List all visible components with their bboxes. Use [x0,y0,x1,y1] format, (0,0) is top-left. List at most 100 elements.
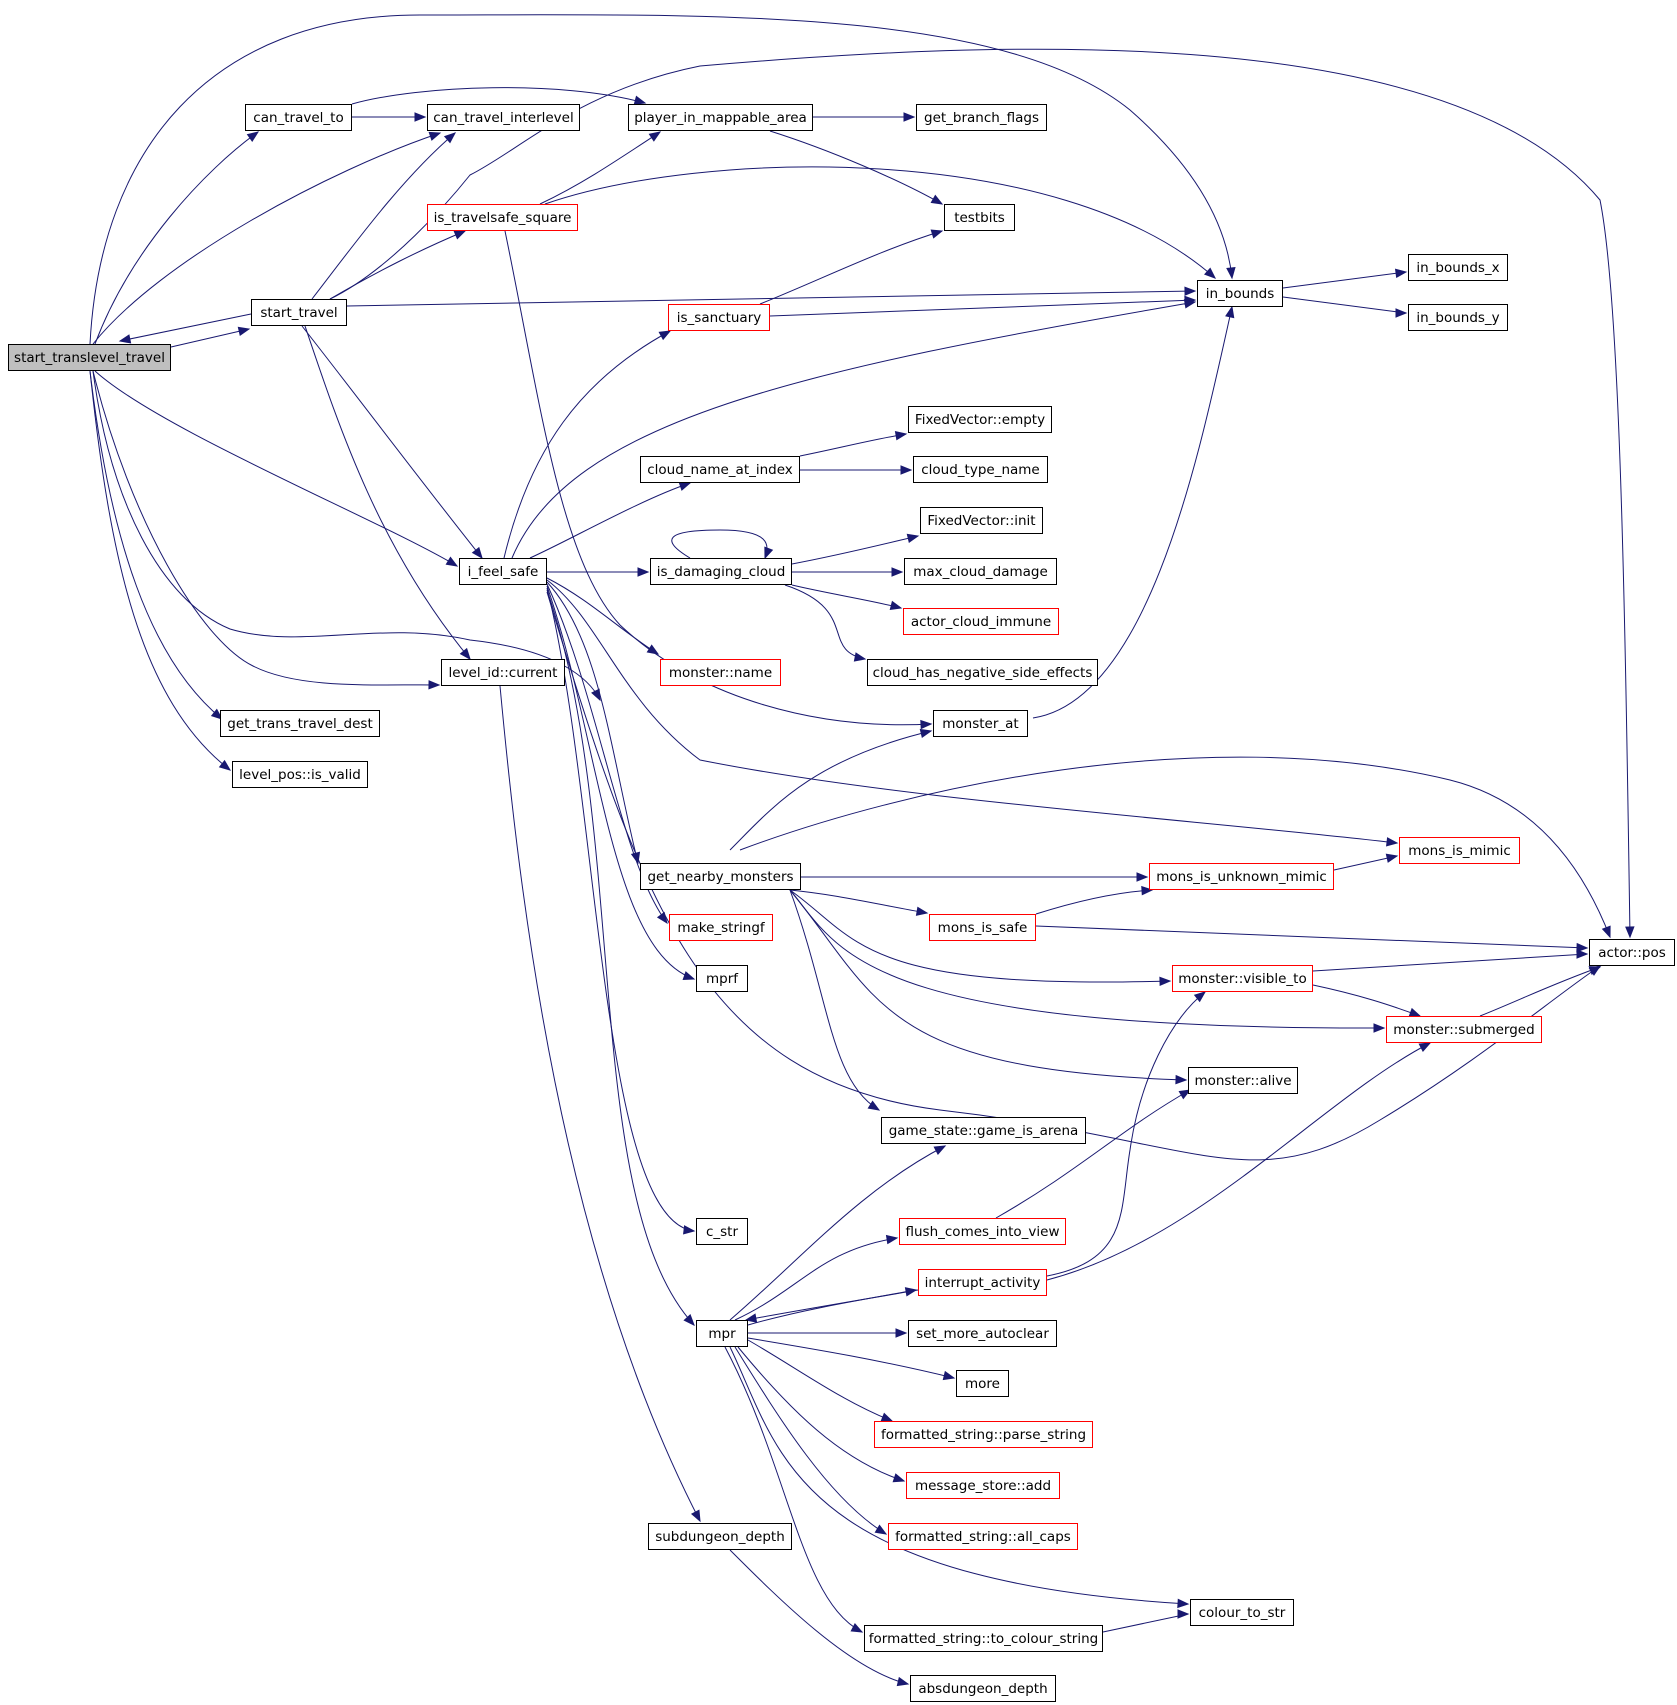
node-subdungeon-depth[interactable]: subdungeon_depth [648,1523,792,1550]
node-colour-to-str[interactable]: colour_to_str [1190,1599,1294,1626]
arrowhead [1141,885,1154,896]
call-edge [546,591,1601,1161]
call-edge [546,581,639,864]
node-label: actor_cloud_immune [910,613,1052,630]
node-player-in-mappable-area[interactable]: player_in_mappable_area [628,104,813,131]
arrowhead [889,600,903,610]
node-in-bounds-x[interactable]: in_bounds_x [1408,254,1508,281]
node-label: mprf [705,970,739,987]
node-c-str[interactable]: c_str [696,1218,748,1245]
node-label: testbits [954,209,1005,226]
node-level-pos-is-valid[interactable]: level_pos::is_valid [232,761,368,788]
node-start-travel[interactable]: start_travel [251,299,347,326]
node-flush-comes-into-view[interactable]: flush_comes_into_view [899,1218,1066,1245]
arrowhead [459,647,471,661]
node-in-bounds[interactable]: in_bounds [1197,280,1283,307]
arrowhead [690,1509,701,1523]
node-formatted-string-to-colour-string[interactable]: formatted_string::to_colour_string [864,1625,1103,1652]
node-label: set_more_autoclear [916,1325,1049,1342]
node-get-branch-flags[interactable]: get_branch_flags [916,104,1047,131]
node-mpr[interactable]: mpr [696,1320,748,1347]
node-cloud-has-negative-side-effects[interactable]: cloud_has_negative_side_effects [867,659,1098,686]
call-edge [539,131,661,205]
node-get-trans-travel-dest[interactable]: get_trans_travel_dest [220,710,380,737]
node-formatted-string-all-caps[interactable]: formatted_string::all_caps [888,1523,1078,1550]
arrowhead [210,708,224,720]
call-edge [304,325,471,660]
node-start-translevel-travel: start_translevel_travel [8,344,171,371]
node-label: in_bounds_x [1416,259,1500,276]
arrowhead [658,330,672,341]
node-label: formatted_string::all_caps [895,1528,1071,1545]
call-edge [729,730,932,851]
node-monster-at[interactable]: monster_at [933,710,1028,737]
arrowhead [1576,949,1589,959]
node-label: monster::visible_to [1178,970,1307,987]
node-can-travel-to[interactable]: can_travel_to [245,104,352,131]
arrowhead [1226,267,1236,280]
node-game-is-arena[interactable]: game_state::game_is_arena [881,1117,1086,1144]
arrowhead [930,229,944,239]
arrowhead [1395,308,1408,318]
node-label: max_cloud_damage [913,563,1048,580]
node-actor-cloud-immune[interactable]: actor_cloud_immune [903,608,1059,635]
node-testbits[interactable]: testbits [944,204,1015,231]
arrowhead [1178,1089,1192,1100]
node-mons-is-mimic[interactable]: mons_is_mimic [1399,837,1520,864]
node-cloud-type-name[interactable]: cloud_type_name [913,456,1048,483]
node-message-store-add[interactable]: message_store::add [906,1472,1060,1499]
node-fixedvector-empty[interactable]: FixedVector::empty [908,406,1052,433]
node-monster-alive[interactable]: monster::alive [1188,1067,1298,1094]
node-actor-pos[interactable]: actor::pos [1589,939,1675,966]
node-absdungeon-depth[interactable]: absdungeon_depth [910,1675,1056,1702]
arrowhead [453,230,467,240]
call-edge [789,889,880,1111]
arrowhead [1576,942,1589,953]
arrowhead [903,112,916,122]
node-monster-name[interactable]: monster::name [660,659,781,686]
node-formatted-string-parse-string[interactable]: formatted_string::parse_string [874,1421,1093,1448]
call-edge [301,325,483,559]
arrowhead [915,906,929,916]
call-edge [789,889,1187,1081]
call-edge [1312,953,1588,972]
node-can-travel-interlevel[interactable]: can_travel_interlevel [427,104,580,131]
node-cloud-name-at-index[interactable]: cloud_name_at_index [640,456,800,483]
node-level-id-current[interactable]: level_id::current [441,659,565,686]
node-label: can_travel_interlevel [433,109,574,126]
call-edge [769,299,1196,317]
node-label: FixedVector::empty [914,411,1046,428]
call-edge [729,1145,946,1321]
node-is-travelsafe-square[interactable]: is_travelsafe_square [427,204,578,231]
node-mons-is-unknown-mimic[interactable]: mons_is_unknown_mimic [1149,863,1334,890]
node-mons-is-safe[interactable]: mons_is_safe [929,914,1036,941]
node-max-cloud-damage[interactable]: max_cloud_damage [904,558,1057,585]
node-monster-submerged[interactable]: monster::submerged [1386,1016,1542,1043]
node-set-more-autoclear[interactable]: set_more_autoclear [908,1320,1057,1347]
call-edge [734,1237,898,1321]
node-interrupt-activity[interactable]: interrupt_activity [918,1269,1047,1296]
call-edge [995,1089,1191,1219]
node-is-damaging-cloud[interactable]: is_damaging_cloud [650,558,792,585]
arrowhead [1204,267,1217,279]
node-monster-visible-to[interactable]: monster::visible_to [1172,965,1313,992]
node-get-nearby-monsters[interactable]: get_nearby_monsters [640,863,801,890]
node-fixedvector-init[interactable]: FixedVector::init [920,507,1043,534]
call-edge [529,482,691,559]
arrowhead [850,1622,864,1633]
arrowhead [648,131,662,142]
node-make-stringf[interactable]: make_stringf [669,914,773,941]
node-is-sanctuary[interactable]: is_sanctuary [668,304,770,331]
node-mprf[interactable]: mprf [696,965,748,992]
node-label: i_feel_safe [467,563,539,580]
node-i-feel-safe[interactable]: i_feel_safe [459,558,547,585]
call-edge [1479,966,1601,1017]
arrowhead [656,911,668,925]
node-in-bounds-y[interactable]: in_bounds_y [1408,304,1508,331]
call-edge [346,290,1196,307]
node-more[interactable]: more [956,1370,1009,1397]
node-label: message_store::add [914,1477,1052,1494]
arrowhead [1385,853,1399,863]
arrowhead [1177,1598,1190,1609]
call-edge [311,132,456,300]
